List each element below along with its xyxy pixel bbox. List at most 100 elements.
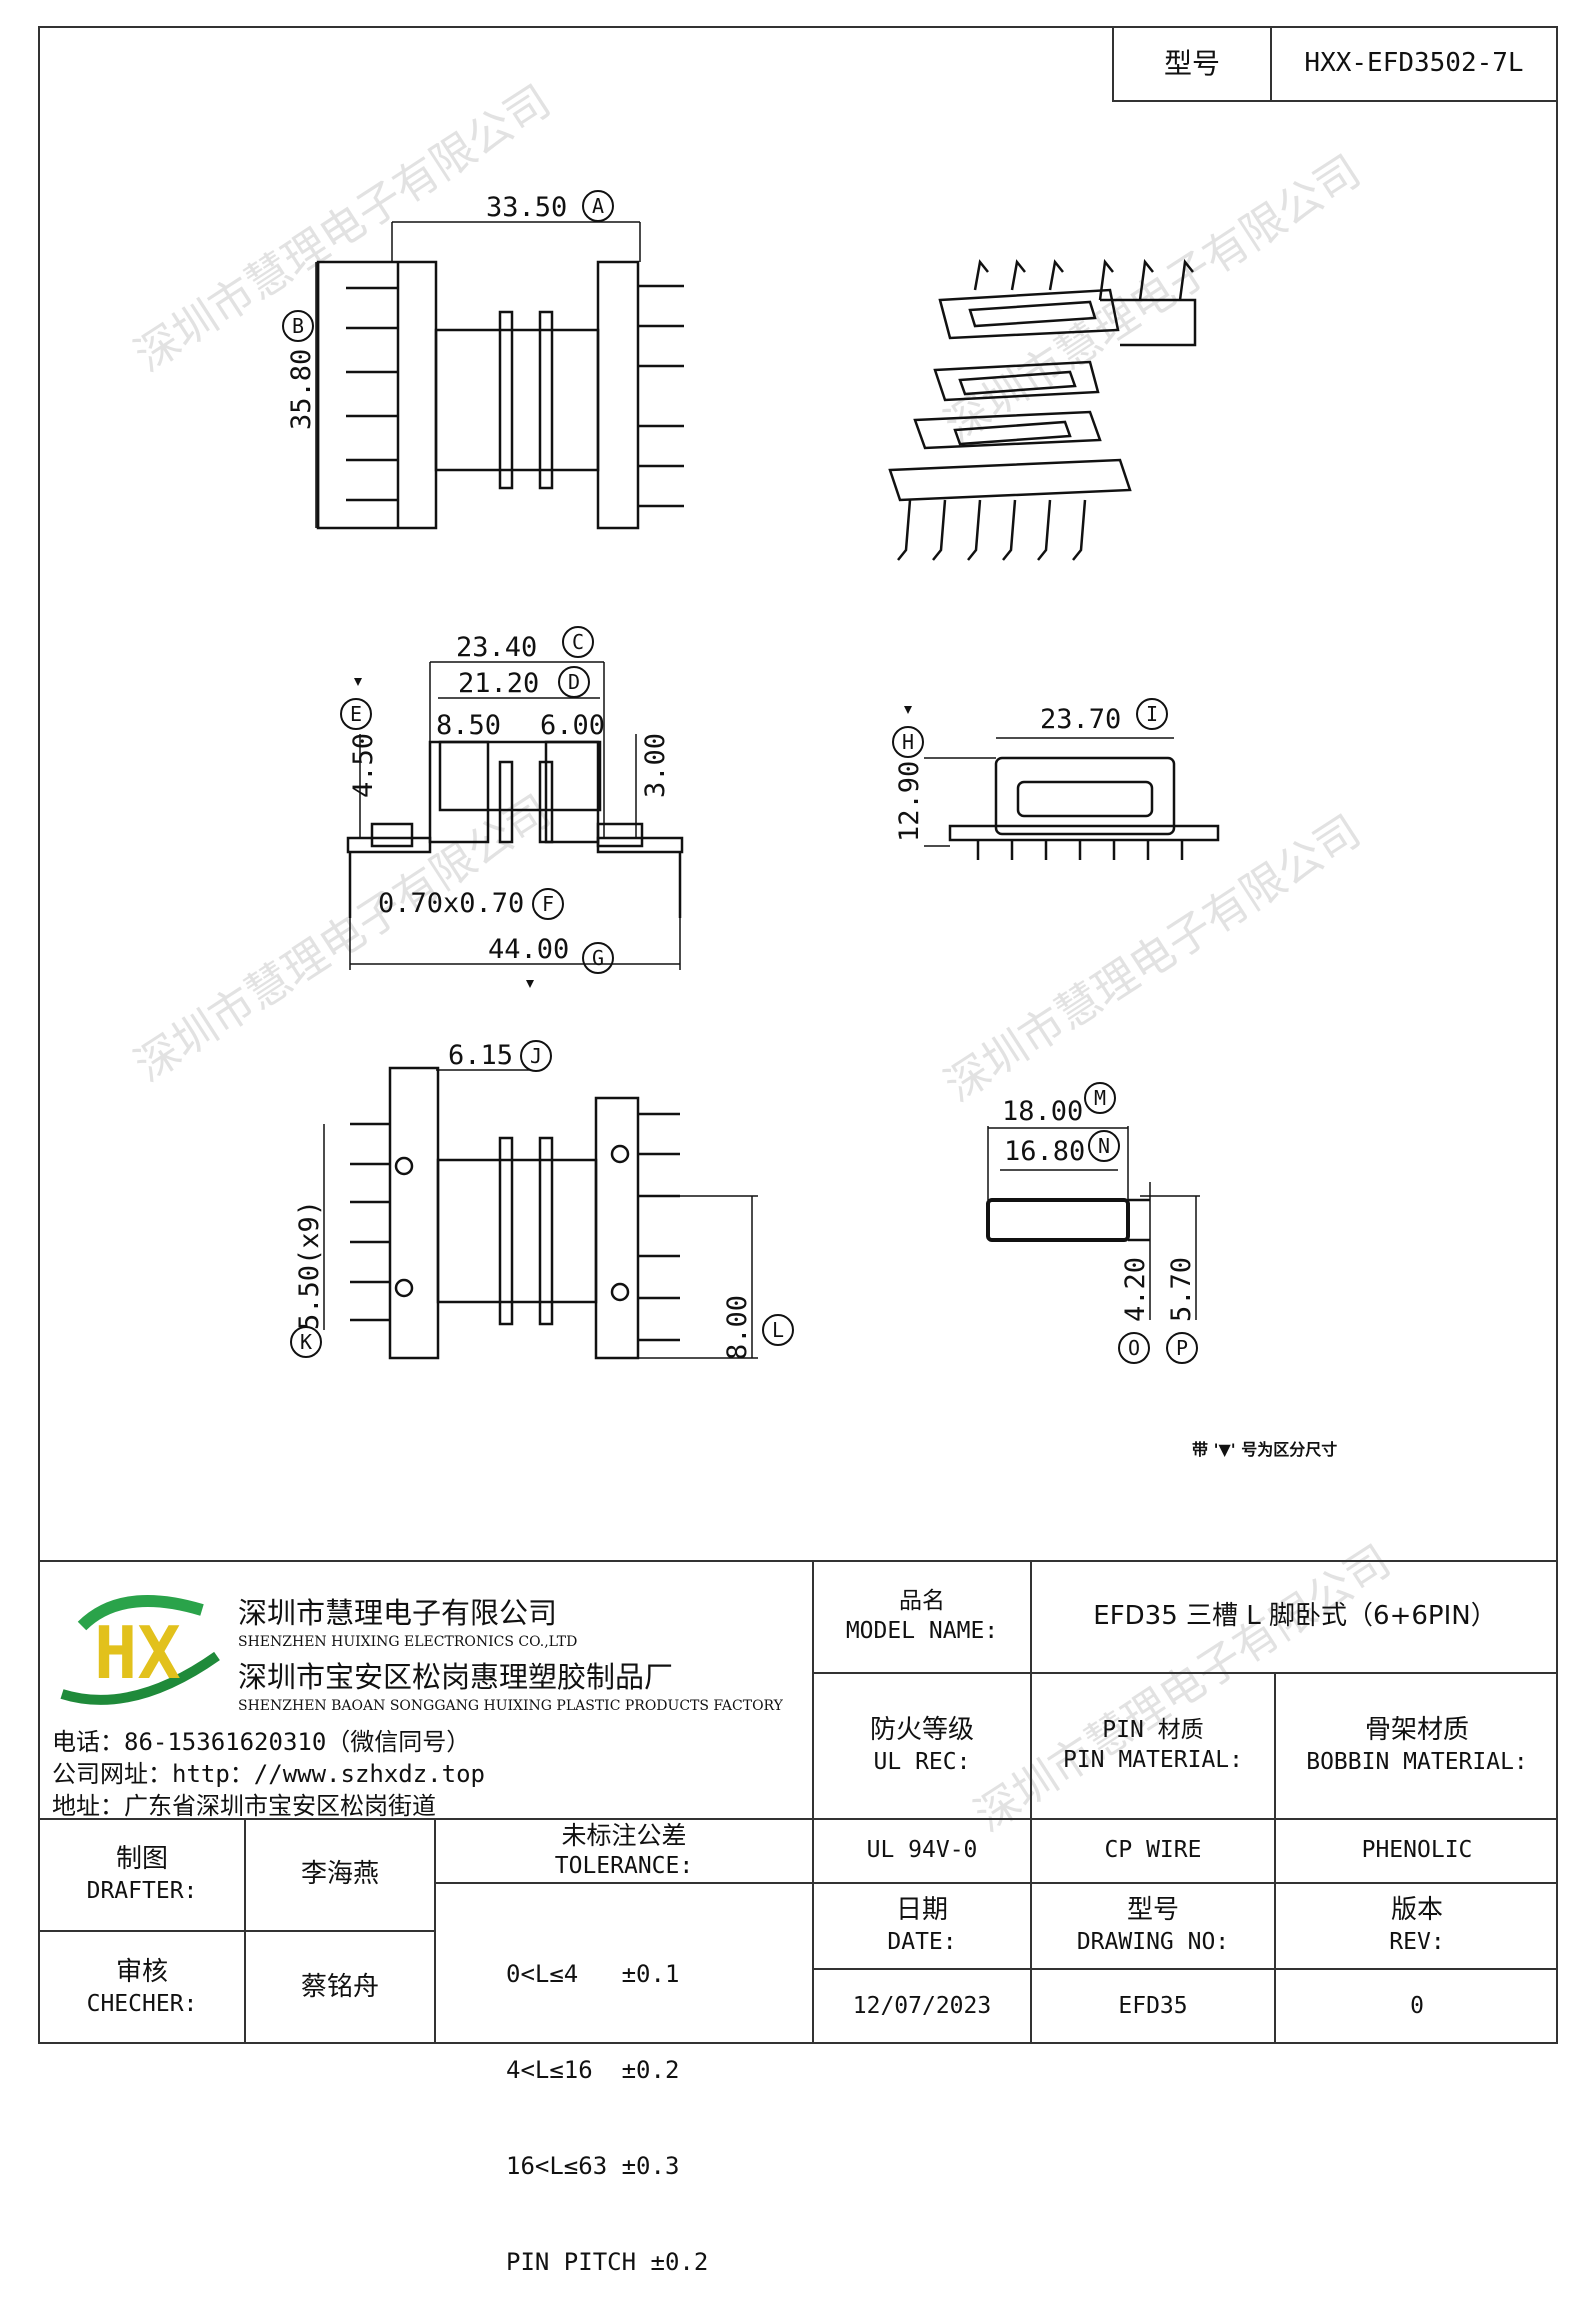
model-box: 型号 HXX-EFD3502-7L [1112,26,1558,102]
grid-h4 [812,1968,1558,1970]
dim-b-value: 35.80 [286,349,317,430]
drafter-name: 李海燕 [300,1859,379,1890]
company-phone: 电话：86-15361620310（微信同号） [52,1728,471,1756]
pin-material-value: CP WIRE [1104,1837,1202,1864]
dim-k-value: 5.50(x9) [294,1200,325,1330]
ul-rec-label: 防火等级 UL REC: [814,1674,1030,1818]
company-logo: HX [52,1586,222,1708]
ul-rec-en: UL REC: [873,1748,971,1775]
checker-label: 审核 CHECHER: [40,1932,244,2044]
rev-value: 0 [1410,1993,1424,2020]
factory-name-en: SHENZHEN BAOAN SONGGANG HUIXING PLASTIC … [238,1698,783,1714]
rev-label: 版本 REV: [1276,1884,1558,1968]
dim-g-value: 44.00 [488,934,569,965]
company-website: 公司网址：http：//www.szhxdz.top [52,1760,485,1788]
date-en: DATE: [887,1928,957,1955]
date-cn: 日期 [895,1895,948,1926]
tolerance-table: 0<L≤4 ±0.1 4<L≤16 ±0.2 16<L≤63 ±0.3 PIN … [506,1894,708,2310]
callout-f: F [542,892,554,916]
model-name-value: EFD35 三槽 L 脚卧式（6+6PIN） [1093,1601,1497,1632]
dim-j-value: 6.15 [448,1040,513,1071]
tolerance-line: 0<L≤4 ±0.1 [506,1960,680,1988]
model-label: 型号 [1114,28,1272,100]
callout-k: K [300,1330,312,1354]
rev-cn: 版本 [1390,1895,1443,1926]
dim-d-value: 21.20 [458,668,539,699]
factory-name-cn: 深圳市宝安区松岗惠理塑胶制品厂 [238,1660,674,1694]
callout-j: J [530,1044,542,1068]
drawing-frame [38,26,1558,2044]
date-label: 日期 DATE: [814,1884,1030,1968]
dim-d1-value: 8.50 [436,710,501,741]
dim-p-value: 5.70 [1166,1257,1197,1322]
dim-e-value: 4.50 [348,733,379,798]
drawing-no-label: 型号 DRAWING NO: [1032,1884,1274,1968]
bobbin-material-en: BOBBIN MATERIAL: [1306,1748,1528,1775]
tolerance-line: PIN PITCH ±0.2 [506,2248,709,2276]
model-name-cn: 品名 [899,1588,945,1615]
bobbin-material-label: 骨架材质 BOBBIN MATERIAL: [1276,1674,1558,1818]
callout-e: E [350,702,362,726]
drawing-no-cn: 型号 [1126,1895,1179,1926]
drafter-cn: 制图 [115,1844,168,1875]
checker-name: 蔡铭舟 [300,1972,379,2003]
grid-h3b [434,1882,812,1884]
model-name-en: MODEL NAME: [845,1618,999,1644]
callout-h: H [902,730,914,754]
company-name-cn: 深圳市慧理电子有限公司 [238,1596,558,1630]
callout-n: N [1098,1134,1110,1158]
grid-v2 [1030,1560,1032,2044]
dim-c-value: 23.40 [456,632,537,663]
title-block-top-border [38,1560,1558,1562]
checker-en: CHECHER: [86,1990,198,2017]
tolerance-cn: 未标注公差 [561,1820,687,1850]
model-value: HXX-EFD3502-7L [1304,48,1524,79]
bobbin-material-value: PHENOLIC [1361,1837,1473,1864]
dim-d2-value: 6.00 [540,710,605,741]
pin-material-en: PIN MATERIAL: [1062,1747,1243,1773]
logo-text: HX [94,1611,181,1695]
rev-en: REV: [1389,1928,1445,1955]
pin-material-cn: PIN 材质 [1102,1717,1204,1744]
model-name-label: 品名 MODEL NAME: [814,1562,1030,1672]
dim-i-value: 23.70 [1040,704,1121,735]
grid-h1 [812,1672,1558,1674]
callout-c: C [572,630,584,654]
callout-g: G [592,946,604,970]
tolerance-en: TOLERANCE: [554,1853,694,1880]
grid-v4 [244,1818,246,2044]
tolerance-line: 16<L≤63 ±0.3 [506,2152,680,2180]
drafter-label: 制图 DRAFTER: [40,1820,244,1930]
company-name-en: SHENZHEN HUIXING ELECTRONICS CO.,LTD [238,1634,578,1650]
dim-l-value: 8.00 [722,1295,753,1360]
drafter-en: DRAFTER: [86,1877,198,1904]
callout-m: M [1094,1086,1106,1110]
dim-o-value: 4.20 [1120,1257,1151,1322]
ul-rec-cn: 防火等级 [869,1715,974,1746]
drawing-no-value: EFD35 [1118,1993,1188,2020]
grid-h2 [38,1818,1558,1820]
drawing-no-en: DRAWING NO: [1076,1928,1230,1955]
callout-a: A [592,194,604,218]
callout-d: D [568,670,580,694]
bobbin-material-cn: 骨架材质 [1364,1715,1469,1746]
pin-material-label: PIN 材质 PIN MATERIAL: [1032,1674,1274,1818]
grid-v1 [812,1560,814,2044]
dim-a-value: 33.50 [486,192,567,223]
dimension-note: 带 '▼' 号为区分尺寸 [1192,1440,1338,1459]
callout-i: I [1146,702,1158,726]
tolerance-label: 未标注公差 TOLERANCE: [436,1820,812,1882]
company-address: 地址：广东省深圳市宝安区松岗街道 [52,1792,436,1820]
grid-h3 [812,1882,1558,1884]
grid-h5 [38,1930,434,1932]
dim-d3-value: 3.00 [640,733,671,798]
dim-h-value: 12.90 [894,761,925,842]
callout-b: B [292,314,304,338]
checker-cn: 审核 [115,1957,168,1988]
tolerance-line: 4<L≤16 ±0.2 [506,2056,680,2084]
date-value: 12/07/2023 [852,1993,992,2020]
dim-m-value: 18.00 [1002,1096,1083,1127]
grid-v5 [434,1818,436,2044]
technical-drawing: 33.50 35.80 23.40 21.20 8.50 6.00 3.00 4… [282,190,1220,1364]
dim-n-value: 16.80 [1004,1136,1085,1167]
